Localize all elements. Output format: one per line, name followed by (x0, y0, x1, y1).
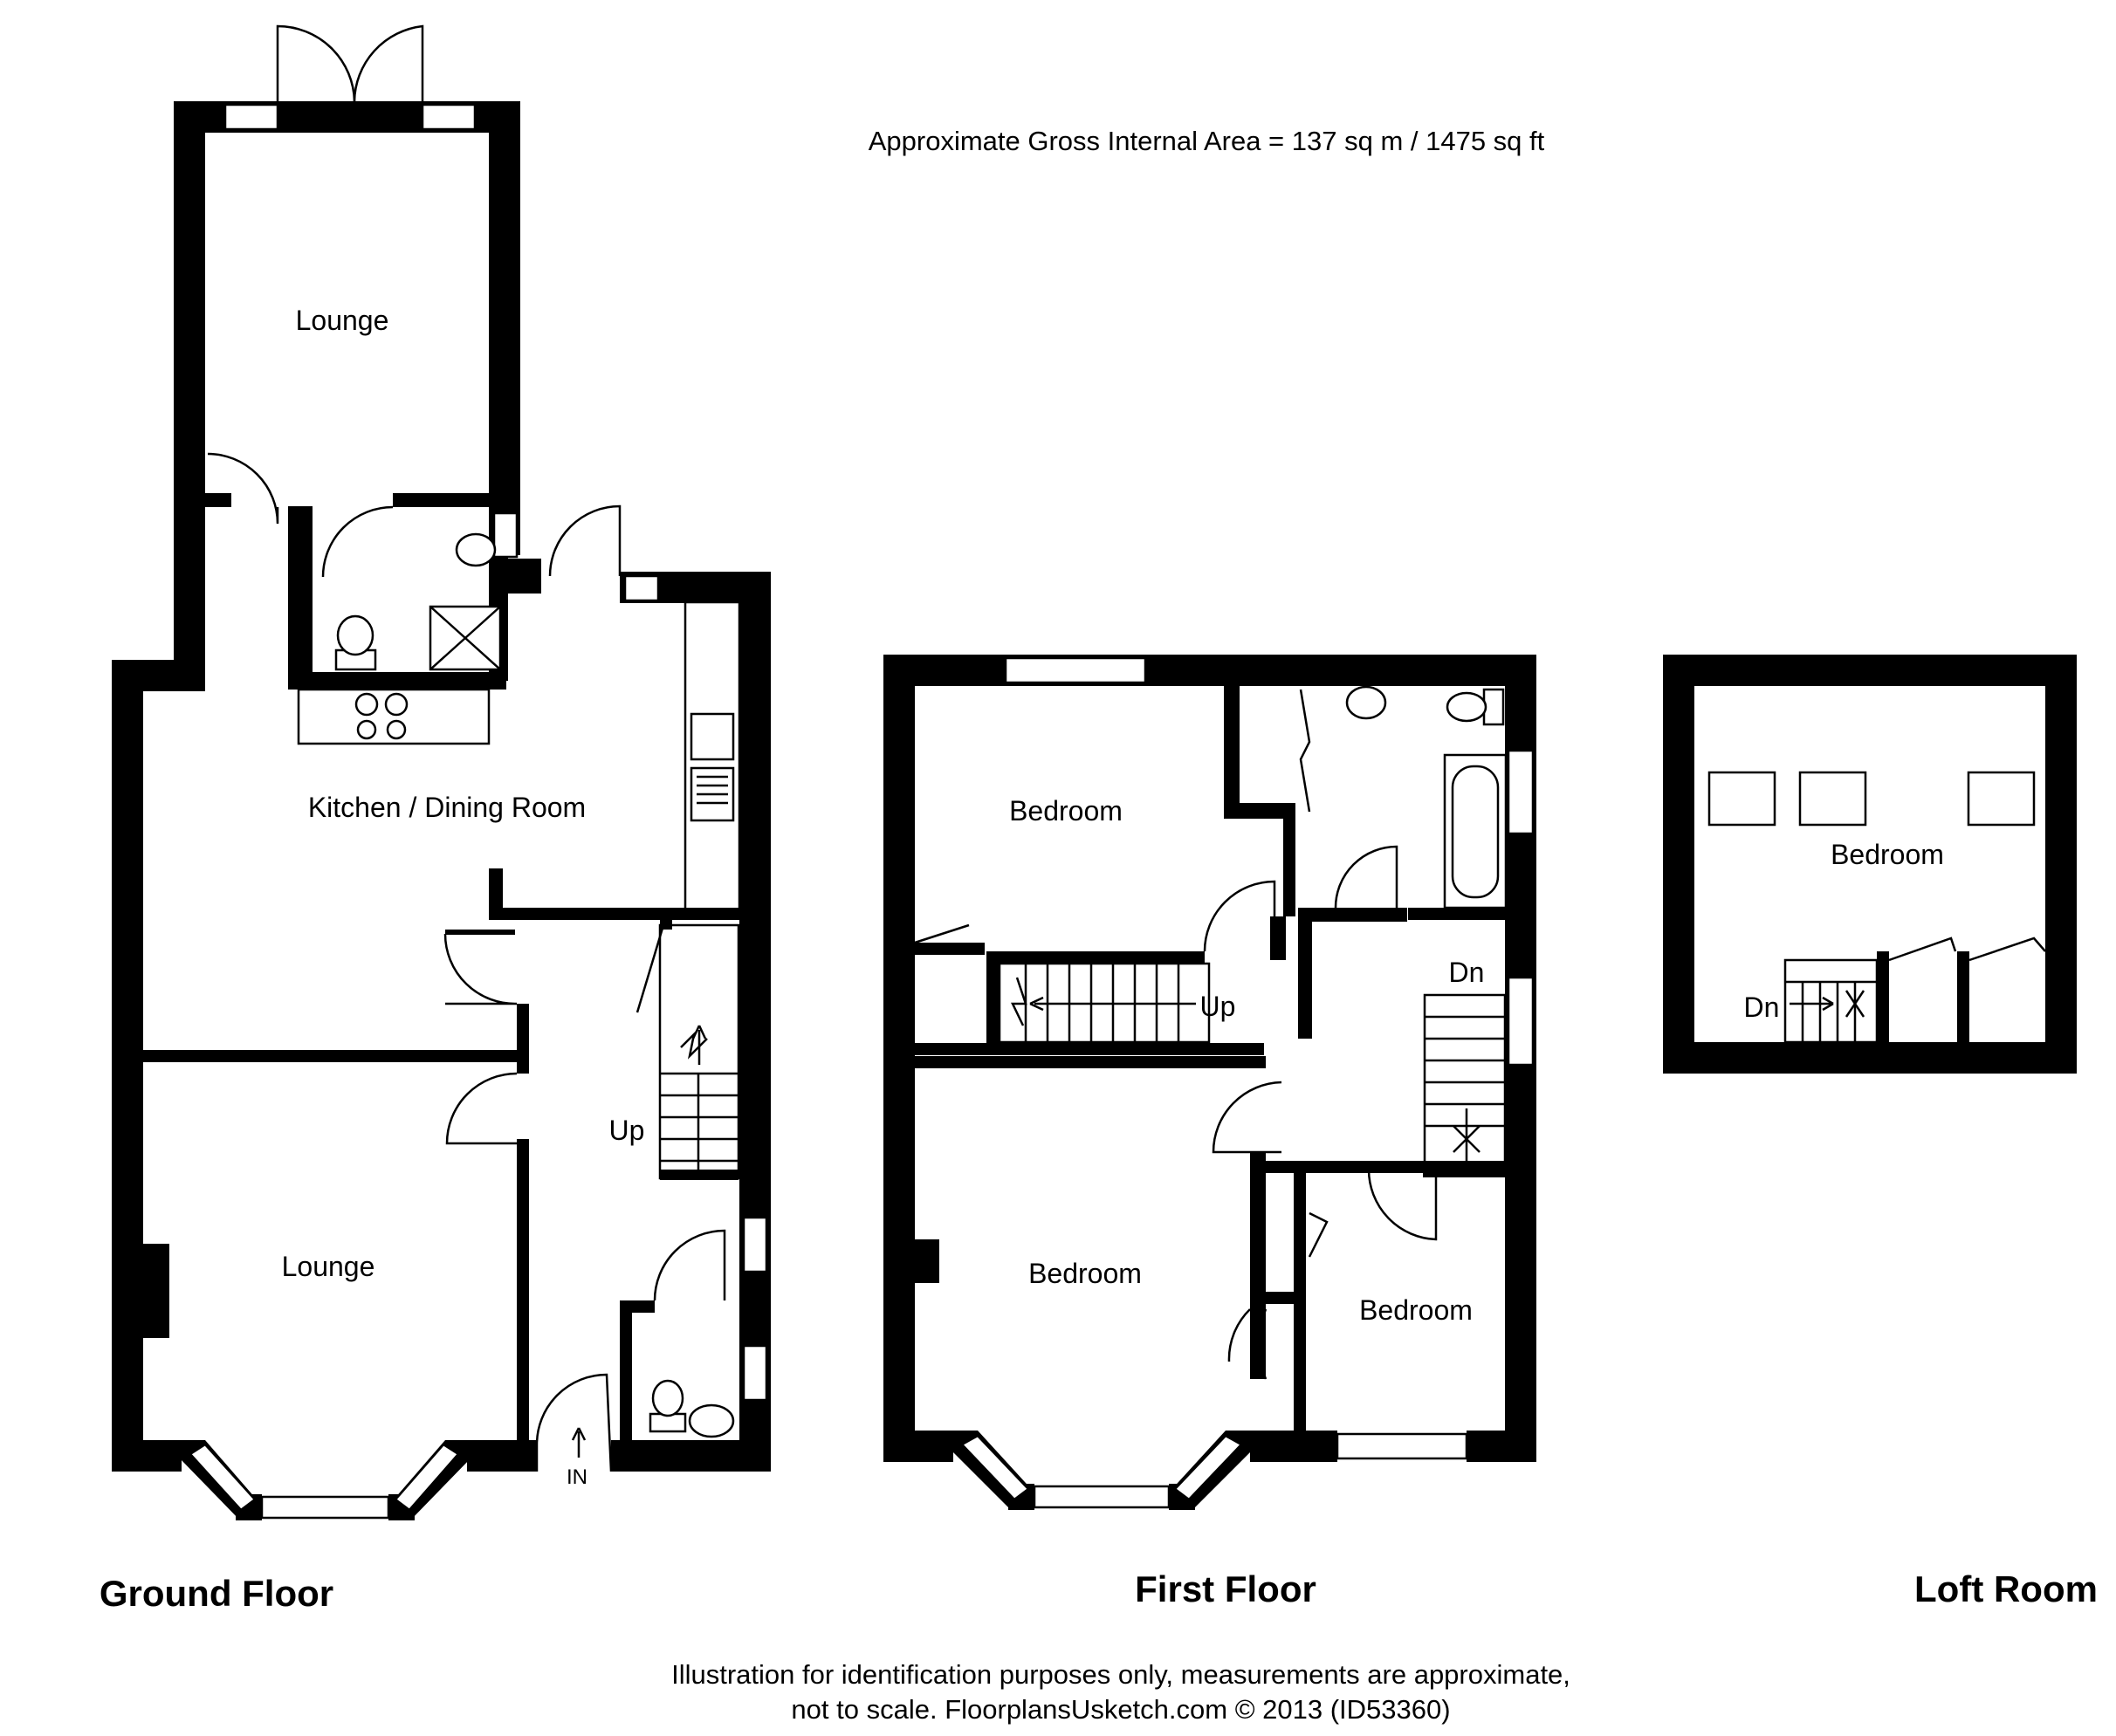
ground-front-lounge-label: Lounge (282, 1251, 375, 1282)
bay-window (179, 1440, 471, 1520)
ground-stairs-up-label: Up (609, 1115, 645, 1146)
window (1507, 749, 1535, 835)
entrance-label: IN (567, 1465, 587, 1489)
gross-area-note: Approximate Gross Internal Area = 137 sq… (869, 126, 1545, 156)
window (223, 103, 279, 131)
first-rear-bedroom-label: Bedroom (1009, 795, 1123, 827)
first-front-bedroom-label: Bedroom (1028, 1258, 1142, 1289)
ground-floor-title: Ground Floor (100, 1573, 333, 1614)
first-small-bedroom-label: Bedroom (1359, 1294, 1473, 1326)
staircase-loft (1783, 958, 1879, 1044)
window (492, 511, 519, 559)
basin-icon (455, 532, 497, 567)
bay-window (950, 1431, 1254, 1510)
basin-icon (1345, 685, 1387, 720)
window (421, 103, 477, 131)
first-stairs-up-label: Up (1200, 991, 1236, 1022)
french-doors (276, 24, 424, 102)
toilet-bowl-icon (651, 1379, 684, 1417)
staircase-ground (635, 923, 740, 1180)
loft-bedroom-label: Bedroom (1831, 839, 1944, 870)
disclaimer-line-1: Illustration for identification purposes… (671, 1659, 1570, 1690)
bath-icon (1443, 753, 1508, 909)
skylight (1967, 771, 2036, 827)
basin-icon (688, 1403, 735, 1438)
loft-stairs-down-label: Dn (1744, 992, 1780, 1023)
toilet-icon (1482, 688, 1505, 726)
window (742, 1344, 768, 1402)
kitchen-counter (297, 688, 491, 745)
staircase-first-up (998, 962, 1211, 1044)
window (1336, 1432, 1468, 1460)
disclaimer-line-2: not to scale. FloorplansUsketch.com © 20… (791, 1694, 1450, 1725)
toilet-bowl-icon (336, 614, 374, 656)
window (1507, 976, 1535, 1067)
window (623, 574, 660, 602)
loft-floor-plan: Bedroom Dn (1663, 655, 2077, 1074)
sink-icon (690, 712, 735, 822)
first-stairs-down-label: Dn (1449, 957, 1485, 988)
ground-rear-lounge-label: Lounge (296, 305, 389, 336)
first-floor-title: First Floor (1135, 1568, 1316, 1609)
toilet-bowl-icon (1446, 691, 1487, 723)
kitchen-dining-label: Kitchen / Dining Room (308, 792, 586, 823)
skylight (1798, 771, 1867, 827)
window (1004, 656, 1147, 684)
first-floor-plan: Bedroom Bedroom Bedroom Up Dn (883, 655, 1536, 1510)
ground-floor-plan: Lounge Kitchen / Dining Room Lounge Up I… (112, 24, 771, 1520)
staircase-first-down (1423, 993, 1507, 1171)
window (742, 1216, 768, 1273)
hob-icon (354, 692, 409, 740)
loft-room-title: Loft Room (1914, 1568, 2098, 1609)
skylight (1707, 771, 1776, 827)
